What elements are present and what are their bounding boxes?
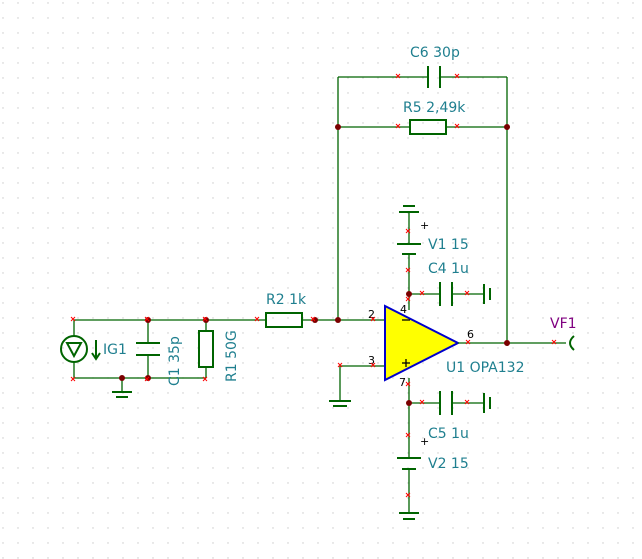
u1-label: U1 OPA132 xyxy=(446,360,524,376)
v1-label: V1 15 xyxy=(428,237,469,253)
voltage-probe-icon xyxy=(569,335,575,351)
vf1-label: VF1 xyxy=(550,316,577,332)
ground-noninv xyxy=(329,400,351,407)
c4-label: C4 1u xyxy=(428,261,469,277)
ig1-label: IG1 xyxy=(103,342,127,358)
capacitor-c6[interactable]: C6 30p xyxy=(410,45,460,88)
c5-label: C5 1u xyxy=(428,426,469,442)
current-source-ig1[interactable]: IG1 xyxy=(60,335,127,363)
r1-label: R1 50G xyxy=(224,330,240,382)
ground-v2 xyxy=(399,512,419,520)
svg-text:+: + xyxy=(420,219,429,232)
resistor-r2[interactable]: R2 1k xyxy=(265,292,307,328)
pin-6-label: 6 xyxy=(467,328,474,341)
noninv-wires xyxy=(339,365,385,401)
r5-label: R5 2,49k xyxy=(403,100,466,116)
r2-label: R2 1k xyxy=(266,292,307,308)
capacitor-c1[interactable]: C1 35p xyxy=(136,336,183,386)
v2-label: V2 15 xyxy=(428,456,469,472)
pin-7-label: 7 xyxy=(399,376,406,389)
voltage-source-v1[interactable]: + V1 15 xyxy=(397,219,469,255)
resistor-r1[interactable]: R1 50G xyxy=(198,330,240,382)
ground-c4 xyxy=(483,284,491,304)
pin-4-label: 4 xyxy=(400,303,407,316)
c1-label: C1 35p xyxy=(167,336,183,386)
ground-input xyxy=(112,391,132,398)
c6-label: C6 30p xyxy=(410,45,460,61)
capacitor-c5[interactable]: C5 1u xyxy=(428,391,469,442)
current-source-icon xyxy=(65,342,83,359)
capacitor-c4[interactable]: C4 1u xyxy=(428,261,469,306)
pin-markers xyxy=(70,73,557,498)
resistor-r5[interactable]: R5 2,49k xyxy=(403,100,466,135)
svg-text:+: + xyxy=(420,435,429,448)
pin-3-label: 3 xyxy=(368,354,375,367)
voltage-source-v2[interactable]: + V2 15 xyxy=(397,435,469,472)
pin-2-label: 2 xyxy=(368,308,375,321)
opamp-u1[interactable]: 2 3 4 7 6 U1 OPA132 xyxy=(368,303,524,389)
voltage-probe-vf1[interactable]: VF1 xyxy=(550,316,577,351)
ground-c5 xyxy=(483,393,491,413)
ground-v1 xyxy=(399,205,419,213)
